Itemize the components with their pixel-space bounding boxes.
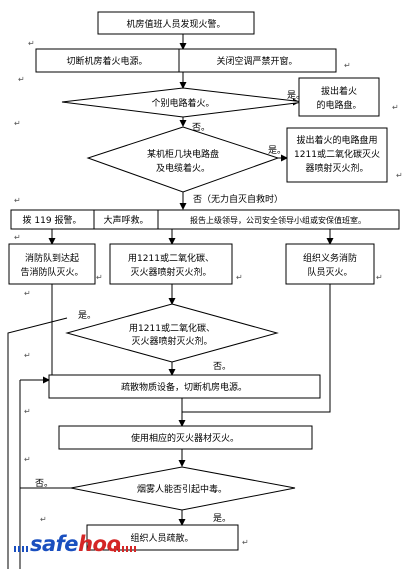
return-mark: ↵	[24, 407, 31, 416]
text-no-note: 否（无力自灭自救时）	[193, 193, 283, 205]
text-d3a: 用1211或二氧化碳、	[129, 322, 215, 334]
return-mark: ↵	[14, 196, 21, 205]
return-mark: ↵	[18, 75, 25, 84]
box-e2	[58, 425, 313, 450]
return-mark: ↵	[24, 289, 31, 298]
return-mark: ↵	[28, 39, 35, 48]
line-b1-e1	[48, 284, 53, 381]
return-mark: ↵	[96, 273, 103, 282]
text-b1a: 消防队到达起	[25, 252, 79, 264]
text-d2a: 某机柜几块电路盘	[147, 148, 219, 160]
label-d1-no: 否。	[192, 122, 210, 133]
label-d3-yes: 是。	[78, 310, 96, 321]
label-d1-yes: 是。	[287, 90, 305, 101]
watermark-tail	[114, 546, 138, 552]
text-b2b: 灭火器喷射灭火剂。	[130, 266, 211, 278]
label-d2-yes: 是。	[268, 145, 286, 156]
return-mark: ↵	[376, 273, 383, 282]
text-a1: 拨 119 报警。	[23, 214, 82, 226]
box-r2	[286, 127, 388, 183]
text-r2a: 拔出着火的电路盘用	[296, 134, 377, 146]
text-r1b: 的电路盘。	[316, 99, 361, 111]
box-b2	[109, 243, 233, 285]
box-b1	[8, 243, 96, 285]
watermark-dots	[14, 546, 28, 552]
text-b3b: 队员灭火。	[307, 266, 352, 278]
line-b3-join	[182, 284, 331, 413]
text-n2b: 关闭空调严禁开窗。	[216, 55, 297, 67]
diamond-d3	[65, 303, 279, 363]
return-mark: ↵	[24, 455, 31, 464]
return-mark: ↵	[14, 233, 21, 242]
return-mark: ↵	[242, 538, 249, 547]
text-e2: 使用相应的灭火器材灭火。	[131, 432, 239, 444]
text-a3: 报告上级领导，公司安全领导小组或安保值班室。	[190, 215, 366, 225]
text-e1: 疏散物质设备，切断机房电源。	[121, 381, 247, 393]
text-b3a: 组织义务消防	[303, 252, 357, 264]
return-mark: ↵	[40, 515, 47, 524]
line-d3-yes-left	[7, 317, 68, 569]
watermark-logo: safehoo	[14, 530, 138, 558]
text-d2b: 及电缆着火。	[156, 162, 210, 174]
watermark-text: safehoo	[30, 532, 121, 556]
text-n1: 机房值班人员发现火警。	[126, 18, 225, 30]
text-b1b: 告消防队灭火。	[20, 266, 83, 278]
return-mark: ↵	[14, 119, 21, 128]
return-mark: ↵	[396, 171, 403, 180]
return-mark: ↵	[344, 61, 351, 70]
box-e1	[48, 374, 321, 399]
box-b3	[285, 243, 375, 285]
text-d3b: 灭火器喷射灭火剂。	[131, 335, 212, 347]
label-d4-no: 否。	[35, 478, 53, 489]
label-d3-no: 否。	[213, 361, 231, 372]
text-r2b: 1211或二氧化碳灭火	[294, 148, 380, 160]
box-row-a	[10, 209, 400, 230]
box-r1	[298, 77, 380, 117]
box-e3	[86, 524, 239, 551]
return-mark: ↵	[236, 273, 243, 282]
text-n2a: 切断机房着火电源。	[66, 55, 147, 67]
text-d1: 个别电路着火。	[151, 97, 214, 109]
text-d4: 烟雾人能否引起中毒。	[137, 483, 227, 495]
text-a2: 大声呼救。	[103, 214, 148, 226]
diamond-d1	[61, 87, 305, 118]
text-r2c: 器喷射灭火剂。	[305, 162, 368, 174]
diamond-d4	[70, 466, 296, 511]
return-mark: ↵	[24, 351, 31, 360]
text-b2a: 用1211或二氧化碳、	[128, 252, 214, 264]
text-r1a: 拔出着火	[321, 85, 357, 97]
diamond-d2	[86, 126, 280, 193]
return-mark: ↵	[392, 103, 399, 112]
box-n1	[97, 11, 255, 35]
text-e3: 组织人员疏散。	[130, 532, 193, 544]
label-d4-yes: 是。	[213, 513, 231, 524]
box-n2	[35, 48, 337, 73]
